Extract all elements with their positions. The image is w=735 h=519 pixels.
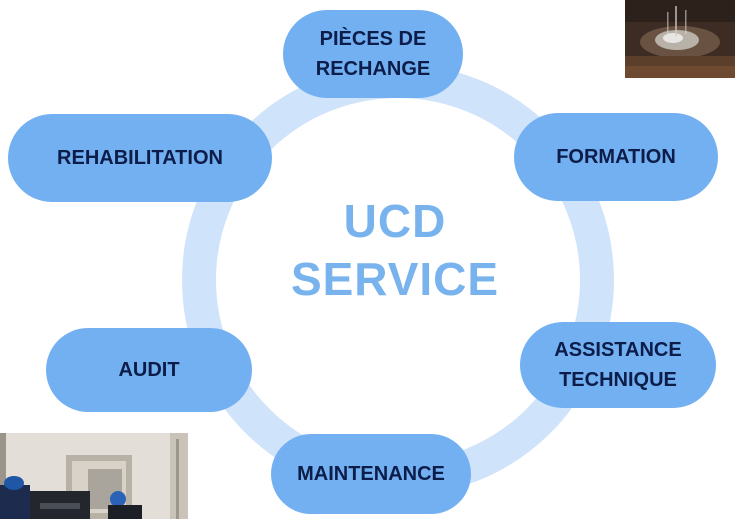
node-audit: AUDIT — [46, 328, 252, 412]
node-assistance-technique-label: ASSISTANCE TECHNIQUE — [554, 339, 682, 391]
center-title-line-1: UCD — [343, 195, 447, 247]
node-maintenance-label: MAINTENANCE — [297, 463, 445, 485]
center-title: UCD SERVICE — [270, 192, 520, 308]
node-formation-label: FORMATION — [556, 146, 676, 168]
workshop-machinery-photo — [0, 433, 188, 519]
water-splash-photo — [625, 0, 735, 78]
node-rehabilitation-label: REHABILITATION — [57, 147, 223, 169]
node-pieces-de-rechange: PIÈCES DE RECHANGE — [283, 10, 463, 98]
center-title-line-2: SERVICE — [290, 253, 500, 305]
node-assistance-technique: ASSISTANCE TECHNIQUE — [520, 322, 716, 408]
node-maintenance: MAINTENANCE — [271, 434, 471, 514]
node-formation: FORMATION — [514, 113, 718, 201]
node-pieces-de-rechange-label: PIÈCES DE RECHANGE — [315, 28, 431, 80]
node-audit-label: AUDIT — [118, 359, 180, 381]
node-rehabilitation: REHABILITATION — [8, 114, 272, 202]
